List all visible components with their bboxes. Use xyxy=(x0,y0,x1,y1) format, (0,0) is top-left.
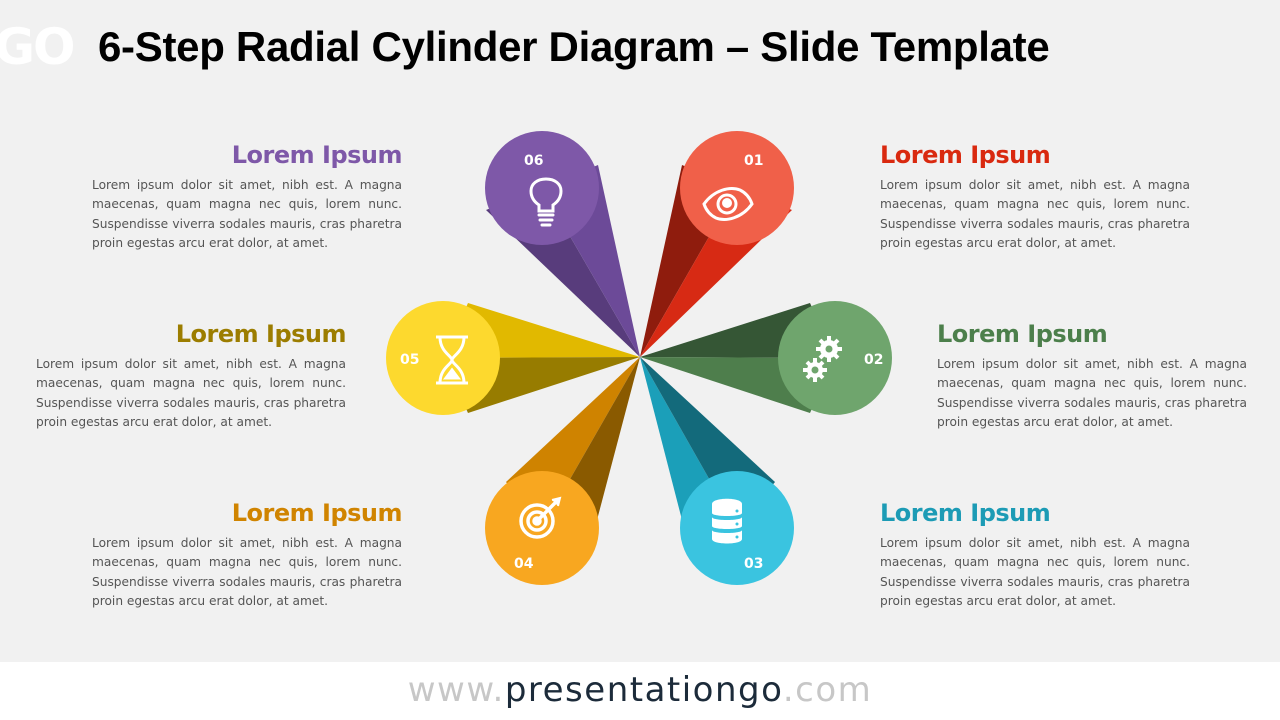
step-03-heading: Lorem Ipsum xyxy=(880,499,1051,527)
footer: www.presentationgo.com xyxy=(0,662,1280,720)
step-04-body: Lorem ipsum dolor sit amet, nibh est. A … xyxy=(92,536,402,608)
logo: GO xyxy=(0,18,76,76)
footer-url-brand: presentationgo xyxy=(504,670,783,710)
target-icon xyxy=(519,496,562,539)
footer-url-prefix: www. xyxy=(407,670,505,710)
step-05-text: Lorem Ipsum Lorem ipsum dolor sit amet, … xyxy=(36,319,347,432)
footer-url[interactable]: www.presentationgo.com xyxy=(0,670,1280,710)
footer-url-suffix: .com xyxy=(782,670,873,710)
step-05-heading: Lorem Ipsum xyxy=(175,320,347,348)
gears-icon xyxy=(803,336,842,382)
step-01-number: 01 xyxy=(744,153,763,169)
step-02-heading: Lorem Ipsum xyxy=(937,320,1108,348)
step-06-cylinder xyxy=(485,131,640,357)
step-01-text: Lorem Ipsum Lorem ipsum dolor sit amet, … xyxy=(880,140,1190,253)
step-03-body: Lorem ipsum dolor sit amet, nibh est. A … xyxy=(880,536,1190,608)
step-04-number: 04 xyxy=(514,556,534,572)
step-01-body: Lorem ipsum dolor sit amet, nibh est. A … xyxy=(880,178,1190,250)
step-05-number: 05 xyxy=(400,352,419,368)
step-04-heading: Lorem Ipsum xyxy=(231,499,403,527)
eye-icon xyxy=(702,187,754,221)
step-03-cylinder xyxy=(640,357,794,585)
step-02-body: Lorem ipsum dolor sit amet, nibh est. A … xyxy=(937,357,1247,429)
step-02-text: Lorem Ipsum Lorem ipsum dolor sit amet, … xyxy=(937,319,1247,432)
step-06-text: Lorem Ipsum Lorem ipsum dolor sit amet, … xyxy=(92,140,403,253)
step-02-cylinder xyxy=(640,301,892,415)
step-03-text: Lorem Ipsum Lorem ipsum dolor sit amet, … xyxy=(880,498,1190,611)
step-01-heading: Lorem Ipsum xyxy=(880,141,1051,169)
step-02-number: 02 xyxy=(864,352,883,368)
page-title: 6-Step Radial Cylinder Diagram – Slide T… xyxy=(98,23,1050,70)
database-icon xyxy=(712,498,742,544)
step-05-body: Lorem ipsum dolor sit amet, nibh est. A … xyxy=(36,357,346,429)
step-06-number: 06 xyxy=(524,153,543,169)
lightbulb-icon xyxy=(529,177,563,227)
step-05-cylinder xyxy=(386,301,640,415)
hourglass-icon xyxy=(436,335,468,385)
step-06-heading: Lorem Ipsum xyxy=(231,141,403,169)
step-03-number: 03 xyxy=(744,556,763,572)
step-06-body: Lorem ipsum dolor sit amet, nibh est. A … xyxy=(92,178,402,250)
step-04-text: Lorem Ipsum Lorem ipsum dolor sit amet, … xyxy=(92,498,403,611)
